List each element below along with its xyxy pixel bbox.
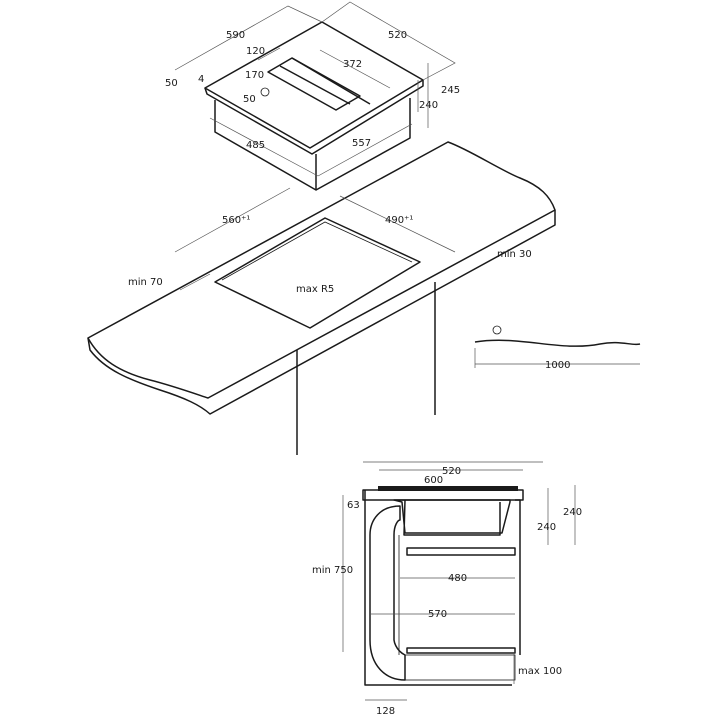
dim-body-depth: 557 (352, 138, 371, 149)
dim-height-a: 240 (537, 522, 556, 533)
hob-drawing: 590 520 120 372 170 50 4 50 245 240 485 … (165, 1, 460, 191)
dim-radius: max R5 (296, 284, 334, 295)
cable-drawing: 1000 (474, 325, 641, 371)
dim-edge-left: 50 (165, 78, 178, 89)
dim-height-total: 245 (441, 85, 460, 96)
dim-height-b: 240 (563, 507, 582, 518)
dim-min-thickness: min 30 (497, 249, 532, 260)
dim-zone-offset: 120 (246, 46, 265, 57)
dim-edge-gap: 4 (198, 74, 204, 85)
dim-edge-front: 50 (243, 94, 256, 105)
dim-hob-depth: 520 (388, 30, 407, 41)
dim-cutout-width: 560⁺¹ (222, 215, 250, 226)
dim-body-width: 485 (246, 140, 265, 151)
dim-depth-inner: 480 (448, 573, 467, 584)
dim-vent-length: 372 (343, 59, 362, 70)
dim-min-height: min 750 (312, 565, 353, 576)
dim-depth-outer: 570 (428, 609, 447, 620)
section-drawing: 600 520 63 min 750 480 570 240 240 max 1… (312, 461, 582, 717)
dim-plinth: max 100 (518, 666, 562, 677)
dim-hob-section-width: 520 (442, 466, 461, 477)
dim-cabinet-width: 600 (424, 475, 443, 486)
dim-cutout-depth: 490⁺¹ (385, 215, 413, 226)
dim-min-front: min 70 (128, 277, 163, 288)
dim-cable-length: 1000 (545, 360, 570, 371)
dim-duct: 128 (376, 706, 395, 717)
countertop-drawing: 560⁺¹ 490⁺¹ min 70 max R5 min 30 (87, 141, 556, 455)
dim-height-body: 240 (419, 100, 438, 111)
dim-top-gap: 63 (347, 500, 360, 511)
dim-hob-width: 590 (226, 30, 245, 41)
dim-zone-width: 170 (245, 70, 264, 81)
